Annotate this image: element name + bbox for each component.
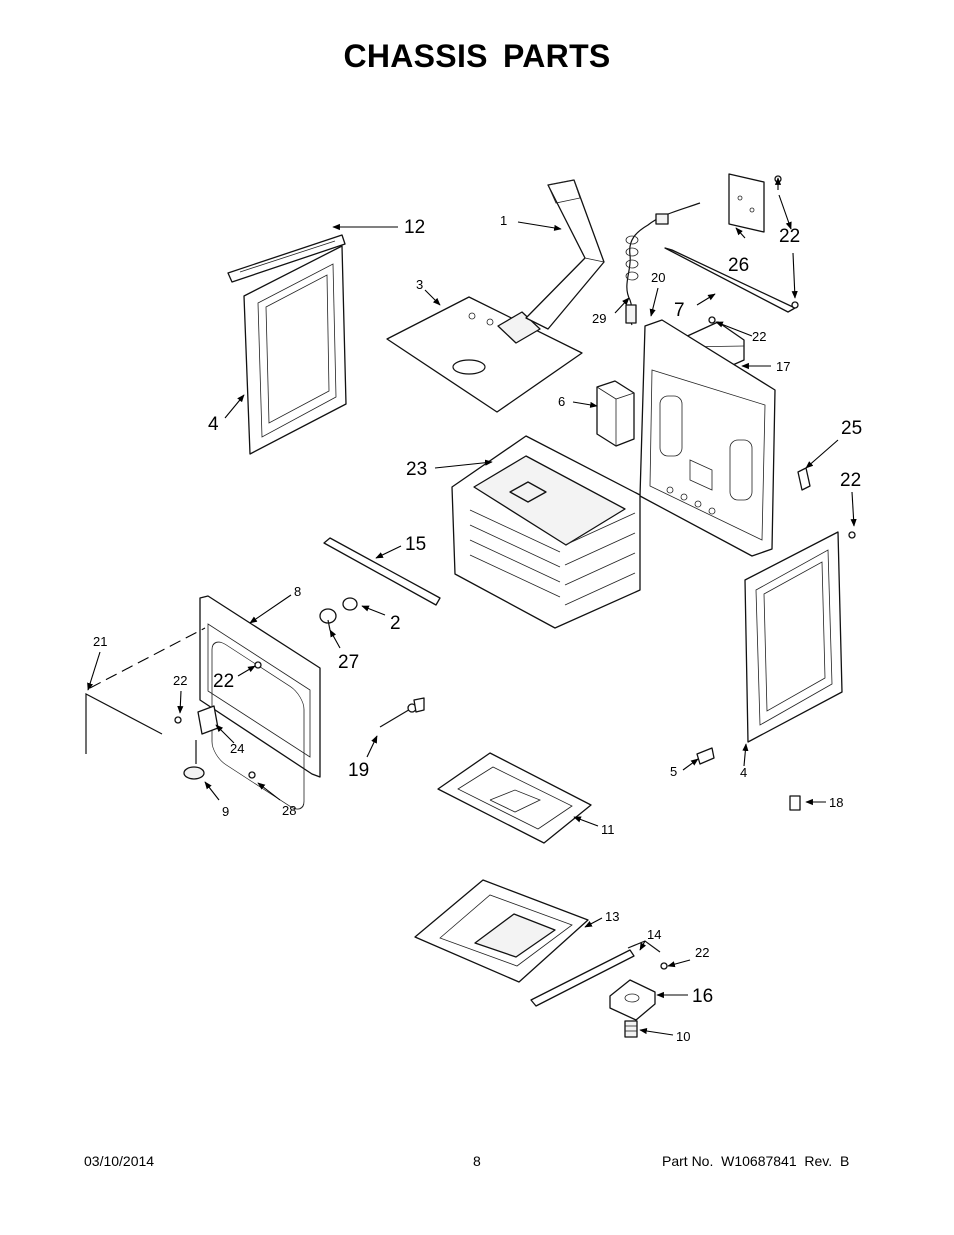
part-21-seal — [85, 627, 206, 754]
callout-11: 11 — [601, 822, 615, 837]
callout-18: 18 — [829, 795, 843, 810]
callout-16: 16 — [692, 986, 713, 1007]
callout-4-right: 4 — [740, 765, 747, 780]
part-9-leveling-leg — [183, 740, 205, 780]
callout-20: 20 — [651, 270, 665, 285]
callout-4-left: 4 — [208, 414, 219, 435]
callout-10: 10 — [676, 1029, 690, 1044]
footer-part-number: Part No. W10687841 Rev. B — [662, 1153, 850, 1169]
callout-22-frame: 22 — [213, 671, 234, 692]
footer-page-number: 8 — [473, 1153, 481, 1169]
callout-19: 19 — [348, 760, 369, 781]
part-12-top-trim — [227, 234, 346, 283]
callout-14: 14 — [647, 927, 661, 942]
callout-7: 7 — [674, 300, 685, 321]
callout-12: 12 — [404, 217, 425, 238]
part-20-rear-panel — [639, 319, 776, 557]
callout-29: 29 — [592, 311, 606, 326]
callout-15: 15 — [405, 534, 426, 555]
page-title: CHASSIS PARTS — [343, 38, 611, 74]
callout-25: 25 — [841, 418, 862, 439]
leader-lines — [87, 177, 857, 1036]
callout-22-bracket: 22 — [752, 329, 766, 344]
footer-date: 03/10/2014 — [84, 1153, 155, 1169]
callout-5: 5 — [670, 764, 677, 779]
part-24-bracket — [197, 705, 219, 735]
callout-27: 27 — [338, 652, 359, 673]
part-2-fitting — [342, 597, 358, 611]
callout-1: 1 — [500, 213, 507, 228]
callout-6: 6 — [558, 394, 565, 409]
part-15-strip — [323, 537, 441, 606]
callout-21: 21 — [93, 634, 107, 649]
part-4-left-side-panel — [243, 245, 347, 455]
callout-2: 2 — [390, 613, 401, 634]
callout-23: 23 — [406, 459, 427, 480]
part-19-probe — [379, 697, 425, 728]
callout-22-bottom: 22 — [695, 945, 709, 960]
part-26-bracket-plate — [728, 173, 765, 233]
part-18-clip — [789, 795, 801, 811]
callout-24: 24 — [230, 741, 244, 756]
callout-8: 8 — [294, 584, 301, 599]
part-10-leveling-foot — [624, 1020, 638, 1038]
part-6-box — [596, 380, 635, 447]
callout-13: 13 — [605, 909, 619, 924]
part-13-bottom-pan — [414, 879, 589, 983]
part-1-vent-duct — [525, 179, 605, 330]
callout-3: 3 — [416, 277, 423, 292]
part-5-clip — [696, 747, 715, 765]
part-4-right-side-panel — [744, 531, 843, 743]
part-16-leg-bracket — [609, 979, 656, 1021]
callout-22-left: 22 — [173, 673, 187, 688]
callout-28: 28 — [282, 803, 296, 818]
part-25-clip — [797, 467, 811, 491]
part-29-power-cord — [625, 202, 701, 326]
callout-26: 26 — [728, 255, 749, 276]
part-23-oven-cavity — [451, 435, 641, 629]
part-11-bottom-tray — [437, 752, 592, 844]
callout-22-top-right: 22 — [779, 226, 800, 247]
callout-22-right: 22 — [840, 470, 861, 491]
part-27-fitting — [319, 608, 337, 631]
callout-9: 9 — [222, 804, 229, 819]
callout-labels: 1 12 3 4 22 26 20 7 29 22 17 6 25 23 22 … — [93, 213, 862, 1044]
callout-17: 17 — [776, 359, 790, 374]
part-8-front-frame — [199, 595, 321, 810]
